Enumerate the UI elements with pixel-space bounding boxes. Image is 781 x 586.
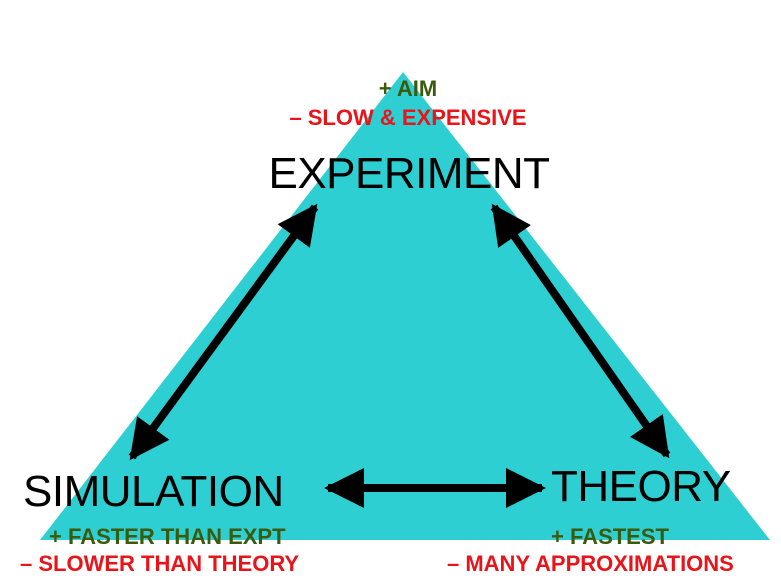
arrow-experiment-simulation bbox=[128, 203, 319, 461]
theory-title: THEORY bbox=[551, 462, 731, 511]
arrow-experiment-theory bbox=[490, 203, 671, 459]
simulation-title: SIMULATION bbox=[23, 467, 284, 516]
simulation-pro-text: + FASTER THAN EXPT bbox=[49, 524, 286, 549]
experiment-title: EXPERIMENT bbox=[268, 149, 550, 198]
theory-con-text: – MANY APPROXIMATIONS bbox=[447, 551, 734, 576]
experiment-con-text: – SLOW & EXPENSIVE bbox=[289, 105, 527, 130]
theory-pro-text: + FASTEST bbox=[551, 524, 669, 549]
experiment-pro-text: + AIM bbox=[378, 76, 438, 101]
simulation-con-text: – SLOWER THAN THEORY bbox=[20, 551, 300, 576]
